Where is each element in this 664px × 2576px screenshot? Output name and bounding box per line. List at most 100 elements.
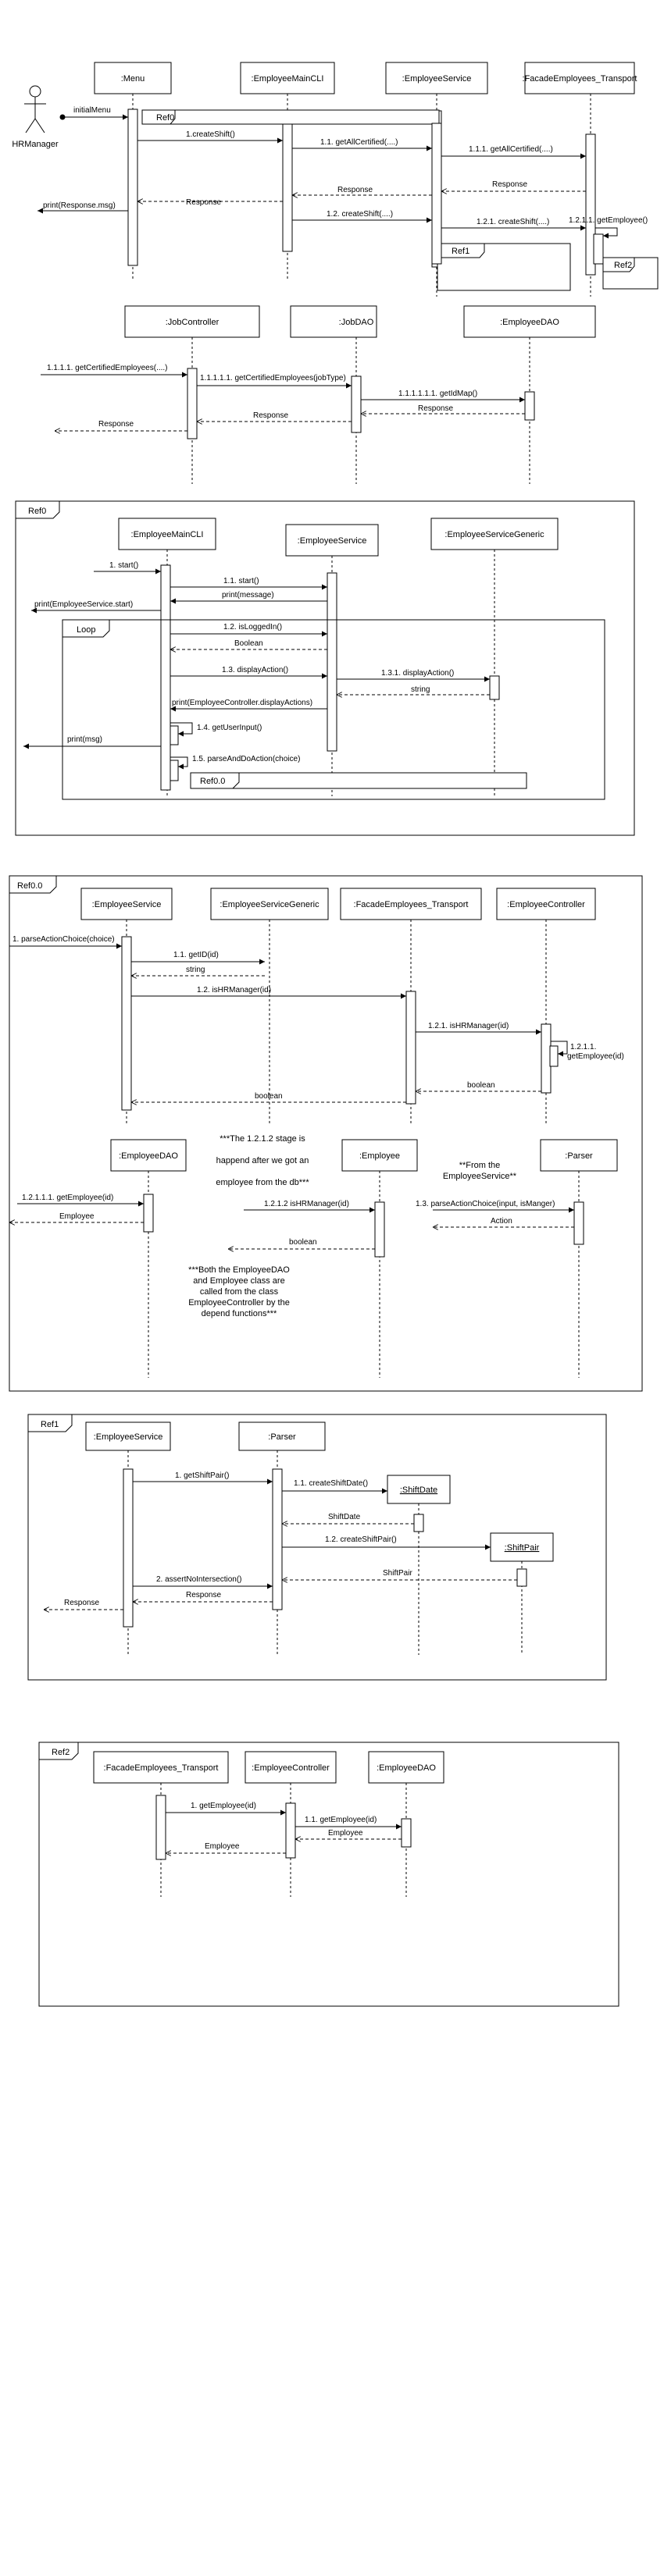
- svg-text:1.1. getID(id): 1.1. getID(id): [173, 951, 219, 959]
- svg-text:Action: Action: [491, 1217, 512, 1226]
- frame-ref0-0: Ref0.0: [9, 875, 643, 1392]
- svg-text::EmployeeDAO: :EmployeeDAO: [377, 1763, 436, 1773]
- message-boolean-employee: boolean: [228, 1238, 375, 1249]
- message-get-employee-1211-id: 1.2.1.1. getEmployee(id): [551, 1041, 624, 1061]
- activation-bar: [155, 1795, 166, 1860]
- message-is-hr-manager-12: 1.2. isHRManager(id): [131, 986, 406, 999]
- message-start: 1. start(): [94, 561, 161, 575]
- svg-text:1.2.1. createShift(....): 1.2.1. createShift(....): [477, 218, 549, 226]
- frame-ref2: Ref2: [38, 1742, 619, 2007]
- lifeline-facade-ref2: :FacadeEmployees_Transport: [93, 1751, 229, 1897]
- lifeline-menu-label: :Menu: [121, 74, 145, 84]
- message-get-shift-pair: 1. getShiftPair(): [133, 1471, 273, 1485]
- svg-text:Response: Response: [492, 180, 527, 189]
- svg-text:1.4. getUserInput(): 1.4. getUserInput(): [197, 724, 262, 732]
- lifeline-parser-ref1: :Parser: [238, 1421, 326, 1655]
- message-shift-date-return: ShiftDate: [282, 1513, 414, 1524]
- svg-text::EmployeeServiceGeneric: :EmployeeServiceGeneric: [444, 530, 544, 539]
- message-get-all-certified-facade: 1.1.1. getAllCertified(....): [441, 145, 586, 159]
- frame-ref1-top: Ref1: [437, 243, 571, 291]
- svg-text:1. getEmployee(id): 1. getEmployee(id): [191, 1802, 256, 1810]
- svg-text:depend functions***: depend functions***: [202, 1309, 277, 1318]
- svg-text:print(Response.msg): print(Response.msg): [43, 201, 116, 210]
- svg-text:1.2. isLoggedIn(): 1.2. isLoggedIn(): [223, 623, 282, 632]
- frame-ref2-top: Ref2: [602, 257, 659, 290]
- message-get-employee-12111: 1.2.1.1.1. getEmployee(id): [17, 1194, 144, 1207]
- svg-text:1.1. getEmployee(id): 1.1. getEmployee(id): [305, 1816, 377, 1824]
- activation-bar: [585, 133, 596, 276]
- message-action: Action: [433, 1217, 574, 1227]
- message-string: string: [337, 685, 490, 695]
- frame-ref0-top: Ref0: [141, 109, 440, 125]
- message-response-parser: Response: [133, 1591, 273, 1602]
- message-employee-dao-return: Employee: [9, 1212, 144, 1222]
- lifeline-job-dao: :JobDAO: [290, 305, 377, 484]
- frame-ref0: Ref0: [15, 500, 635, 836]
- activation-bar: [401, 1818, 412, 1848]
- message-create-shift-pair: 1.2. createShiftPair(): [282, 1535, 491, 1550]
- message-response-jobdao: Response: [361, 404, 525, 414]
- message-boolean-facade: boolean: [131, 1092, 406, 1102]
- activation-bar: [272, 1468, 283, 1610]
- message-print-message: print(message): [170, 591, 327, 604]
- lifeline-facade-label: :FacadeEmployees_Transport: [523, 74, 637, 84]
- svg-text::Parser: :Parser: [268, 1432, 296, 1442]
- svg-text:Ref0.0: Ref0.0: [200, 777, 225, 786]
- message-print-controller-display: print(EmployeeController.displayActions): [170, 699, 327, 712]
- svg-text:1.1.1.1.1.1. getIdMap(): 1.1.1.1.1.1. getIdMap(): [398, 390, 477, 398]
- message-parse-action-choice-13: 1.3. parseActionChoice(input, isManger): [416, 1200, 574, 1213]
- lifeline-employee-main-cli: :EmployeeMainCLI: [240, 62, 335, 281]
- message-get-id: 1.1. getID(id): [131, 951, 265, 965]
- svg-text:employee from the db***: employee from the db***: [216, 1178, 309, 1187]
- svg-text::ShiftDate: :ShiftDate: [400, 1485, 437, 1495]
- message-response-service: Response: [292, 186, 432, 195]
- lifeline-parser-ref00: :Parser: [540, 1139, 618, 1378]
- frame-ref1-label: Ref1: [452, 247, 469, 256]
- lifeline-employee-dao-top: :EmployeeDAO: [463, 305, 596, 484]
- svg-text:boolean: boolean: [255, 1092, 283, 1101]
- svg-text::ShiftPair: :ShiftPair: [505, 1543, 540, 1553]
- svg-text:print(msg): print(msg): [67, 735, 102, 744]
- lifeline-employee-ref00: :Employee: [341, 1139, 418, 1378]
- svg-text:Ref1: Ref1: [41, 1420, 59, 1429]
- message-parse-action-choice: 1. parseActionChoice(choice): [9, 935, 122, 949]
- lifeline-service-generic-ref00: :EmployeeServiceGeneric: [210, 888, 329, 1126]
- svg-text::EmployeeService: :EmployeeService: [92, 900, 162, 909]
- svg-text:Employee: Employee: [59, 1212, 95, 1221]
- svg-text::EmployeeServiceGeneric: :EmployeeServiceGeneric: [220, 900, 320, 909]
- message-display-action: 1.3. displayAction(): [170, 666, 327, 679]
- message-boolean: Boolean: [170, 639, 327, 649]
- svg-text:EmployeeController by the: EmployeeController by the: [188, 1298, 290, 1308]
- message-print-msg: print(msg): [23, 735, 161, 749]
- svg-text:1.2. createShift(....): 1.2. createShift(....): [327, 210, 393, 219]
- message-shift-pair-return: ShiftPair: [282, 1569, 517, 1580]
- svg-text:print(message): print(message): [222, 591, 274, 600]
- svg-text:1.createShift(): 1.createShift(): [186, 130, 235, 139]
- activation-bar: [405, 991, 416, 1105]
- lifeline-emp-service-ref1: :EmployeeService: [85, 1421, 171, 1655]
- svg-text::EmployeeService: :EmployeeService: [94, 1432, 163, 1442]
- svg-text::EmployeeController: :EmployeeController: [252, 1763, 330, 1773]
- lifeline-emp-service-ref0: :EmployeeService: [285, 524, 379, 796]
- svg-text::EmployeeDAO: :EmployeeDAO: [119, 1151, 178, 1161]
- activation-bar: [143, 1194, 154, 1233]
- svg-text:1.2.1.1.: 1.2.1.1.: [570, 1043, 596, 1051]
- svg-text:1.3.1. displayAction(): 1.3.1. displayAction(): [381, 669, 454, 678]
- svg-text::Employee: :Employee: [359, 1151, 400, 1161]
- svg-text:1.2. createShiftPair(): 1.2. createShiftPair(): [325, 1535, 397, 1544]
- svg-text:1.3. parseActionChoice(input,: 1.3. parseActionChoice(input, isManger): [416, 1200, 555, 1208]
- message-parse-and-do-action: 1.5. parseAndDoAction(choice): [170, 755, 300, 781]
- activation-bar: [121, 936, 132, 1111]
- svg-text:called from the class: called from the class: [200, 1287, 279, 1297]
- svg-text:Response: Response: [418, 404, 453, 413]
- activation-bar: [285, 1802, 296, 1859]
- activation-bar: [160, 564, 171, 791]
- svg-text:Response: Response: [186, 1591, 221, 1599]
- lifeline-emp-controller-ref2: :EmployeeController: [245, 1751, 337, 1897]
- svg-text::EmployeeController: :EmployeeController: [507, 900, 585, 909]
- message-get-user-input: 1.4. getUserInput(): [170, 722, 262, 745]
- activation-bar: [549, 1045, 559, 1067]
- svg-text:1. getShiftPair(): 1. getShiftPair(): [175, 1471, 229, 1480]
- svg-text:boolean: boolean: [289, 1238, 317, 1247]
